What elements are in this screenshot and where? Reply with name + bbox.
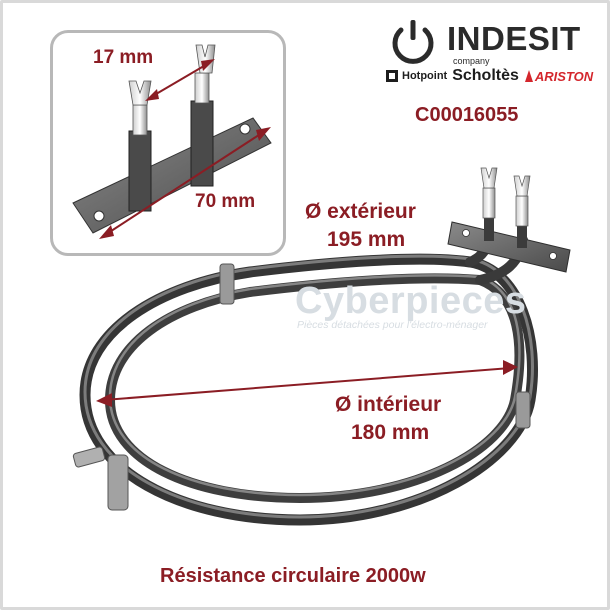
- mounting-plate: [447, 215, 571, 273]
- dimension-spacing-label: 17 mm: [93, 47, 154, 68]
- ring-clip-left: [72, 446, 129, 511]
- terminal-right: [513, 175, 531, 227]
- indesit-power-icon: [392, 20, 434, 64]
- brand-hotpoint: Hotpoint: [402, 70, 448, 82]
- terminal-detail-inset: 17 mm 70 mm: [50, 30, 286, 256]
- dimension-length-label: 70 mm: [195, 191, 256, 212]
- inner-diameter-label: Ø intérieur: [335, 393, 442, 416]
- watermark-tagline: Pièces détachées pour l'électro-ménager: [297, 319, 488, 331]
- inner-diameter-value: 180 mm: [351, 421, 430, 444]
- brand-ariston: ARISTON: [534, 68, 594, 84]
- brand-company-word: company: [453, 56, 490, 66]
- ring-clip-top: [219, 263, 235, 305]
- inner-coil-ring: [104, 273, 525, 504]
- brand-scholtes: Scholtès: [452, 67, 519, 84]
- watermark-name: Cyberpieces: [295, 280, 527, 322]
- brand-main-name: INDESIT: [447, 20, 581, 57]
- ariston-mark-icon: [524, 70, 533, 82]
- outer-diameter-value: 195 mm: [327, 228, 406, 251]
- terminal-left: [480, 167, 498, 219]
- product-caption: Résistance circulaire 2000w: [160, 565, 426, 587]
- terminal-detail-illustration: [72, 44, 272, 239]
- sub-brand-row: Hotpoint Scholtès ARISTON: [385, 66, 593, 86]
- brand-logo: INDESIT company Hotpoint Scholtès ARISTO…: [385, 18, 595, 90]
- inner-diameter-arrow: [96, 360, 518, 407]
- watermark: Cyberpieces Pièces détachées pour l'élec…: [295, 280, 527, 331]
- part-number: C00016055: [415, 104, 519, 126]
- hotpoint-square-icon: [386, 70, 398, 82]
- outer-diameter-label: Ø extérieur: [305, 200, 416, 223]
- ring-clip-right: [515, 391, 531, 429]
